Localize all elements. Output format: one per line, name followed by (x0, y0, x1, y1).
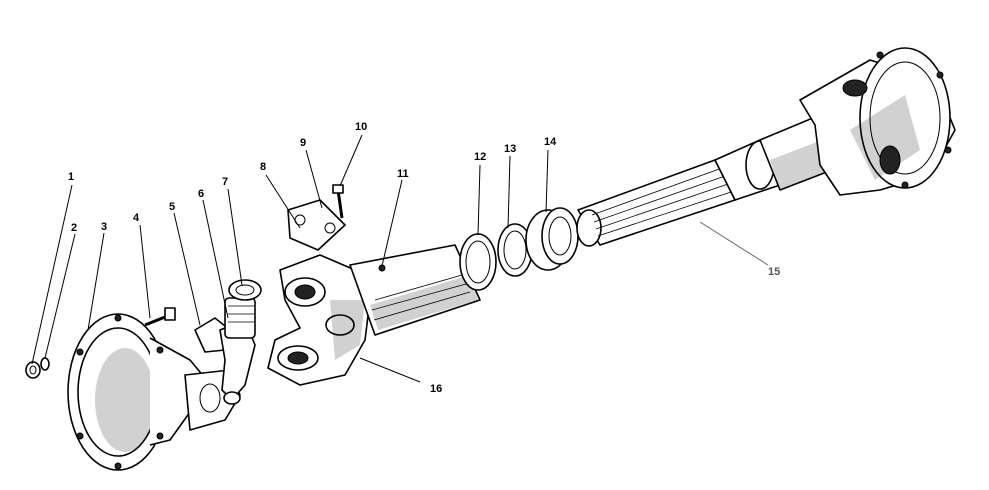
leader-6 (202, 199, 229, 319)
callout-14: 14 (544, 136, 557, 148)
leader-3 (87, 232, 105, 331)
callout-7: 7 (222, 176, 228, 188)
leader-4 (139, 224, 151, 319)
ring-part-13 (497, 223, 533, 277)
right-flange-yoke (759, 47, 956, 196)
callout-labels: 1 2 3 4 5 6 7 8 9 10 11 12 13 14 15 16 (68, 121, 780, 395)
callout-5: 5 (169, 201, 175, 213)
callout-4: 4 (133, 212, 140, 224)
callout-12: 12 (474, 151, 486, 163)
callout-11: 11 (397, 168, 409, 180)
callout-6: 6 (198, 188, 204, 200)
nut-part-1 (25, 361, 41, 379)
bolt-part-4 (144, 307, 176, 327)
splined-cap-part-14 (525, 207, 579, 271)
callout-16: 16 (430, 383, 442, 395)
splined-sleeve-part-11 (349, 244, 481, 336)
callout-2: 2 (71, 222, 77, 234)
callout-13: 13 (504, 143, 516, 155)
leader-2 (44, 233, 76, 359)
bolt-part-10 (332, 184, 344, 219)
leader-lines (31, 134, 769, 383)
leader-7 (227, 188, 243, 286)
callout-3: 3 (101, 221, 107, 233)
left-flange-yoke (67, 313, 241, 471)
leader-8 (265, 174, 301, 229)
callout-15: 15 (768, 266, 780, 278)
leader-14 (545, 149, 549, 213)
washer-part-2 (40, 357, 50, 371)
leader-12 (477, 164, 481, 236)
leader-1 (31, 184, 73, 365)
leader-13 (507, 155, 511, 229)
callout-10: 10 (355, 121, 367, 133)
leader-10 (339, 134, 363, 187)
splined-shaft-part-15 (576, 139, 781, 247)
lock-plate-part-8-9 (287, 199, 346, 251)
callout-9: 9 (300, 137, 306, 149)
callout-8: 8 (260, 161, 266, 173)
leader-15 (699, 221, 769, 266)
leader-5 (173, 212, 201, 326)
leader-9 (305, 149, 323, 209)
spider-cross-part-5-6-7 (194, 279, 262, 405)
leader-16 (359, 357, 421, 383)
callout-1: 1 (68, 171, 74, 183)
leader-11 (381, 179, 403, 267)
ring-part-12 (459, 233, 497, 291)
slip-yoke-part-16 (267, 254, 371, 386)
